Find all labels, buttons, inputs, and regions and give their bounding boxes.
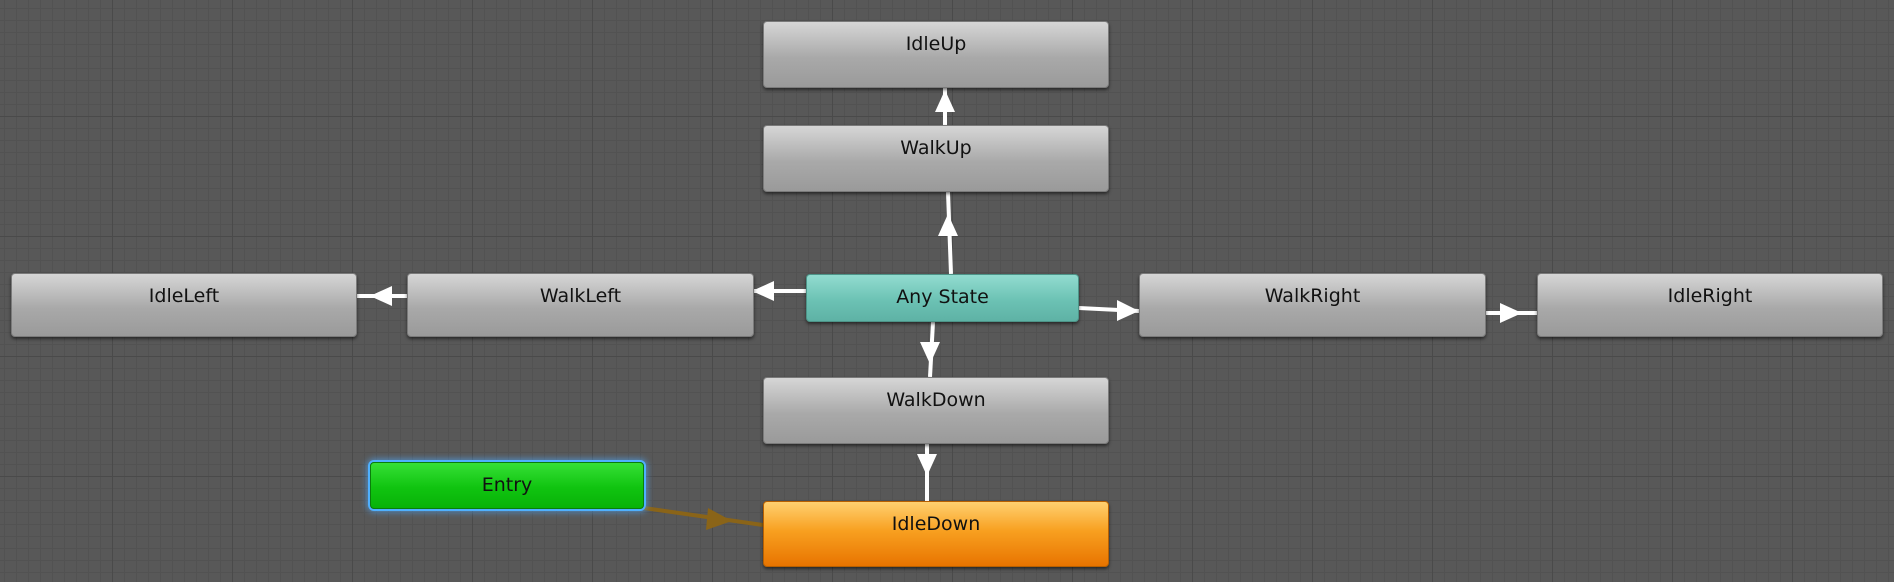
transition-walkup-to-idleup-arrow [935,90,955,112]
transition-anystate-to-walkup-arrow [938,214,958,236]
state-label: IdleDown [891,513,981,535]
state-idle-up[interactable]: IdleUp [763,21,1109,88]
state-label: IdleLeft [148,285,220,307]
state-walk-left[interactable]: WalkLeft [407,273,754,337]
transition-walkdown-to-idledown-arrow [917,454,937,476]
state-idle-right[interactable]: IdleRight [1537,273,1883,337]
state-idle-left[interactable]: IdleLeft [11,273,357,337]
state-label: WalkRight [1264,285,1361,307]
state-walk-up[interactable]: WalkUp [763,125,1109,192]
state-label: IdleUp [905,33,967,55]
state-walk-down[interactable]: WalkDown [763,377,1109,444]
transition-anystate-to-walkleft-arrow [752,281,774,301]
default-transition-entry-to-idledown-arrow [706,508,732,530]
state-entry-selected[interactable]: Entry [370,462,644,509]
default-transition-entry-to-idledown-line[interactable] [643,506,764,527]
state-walk-right[interactable]: WalkRight [1139,273,1486,337]
transition-walkright-to-idleright-arrow [1500,303,1522,323]
state-label: IdleRight [1667,285,1753,307]
transition-walkleft-to-idleleft-arrow [370,286,392,306]
state-idle-down-default[interactable]: IdleDown [763,501,1109,567]
state-label: Entry [481,474,533,496]
state-label: WalkUp [900,137,972,159]
state-label: WalkLeft [539,285,622,307]
state-label: WalkDown [886,389,986,411]
transition-anystate-to-walkright-arrow [1117,300,1139,321]
state-any-state[interactable]: Any State [806,274,1079,322]
transition-anystate-to-walkdown-arrow [920,342,940,364]
state-label: Any State [896,286,989,308]
